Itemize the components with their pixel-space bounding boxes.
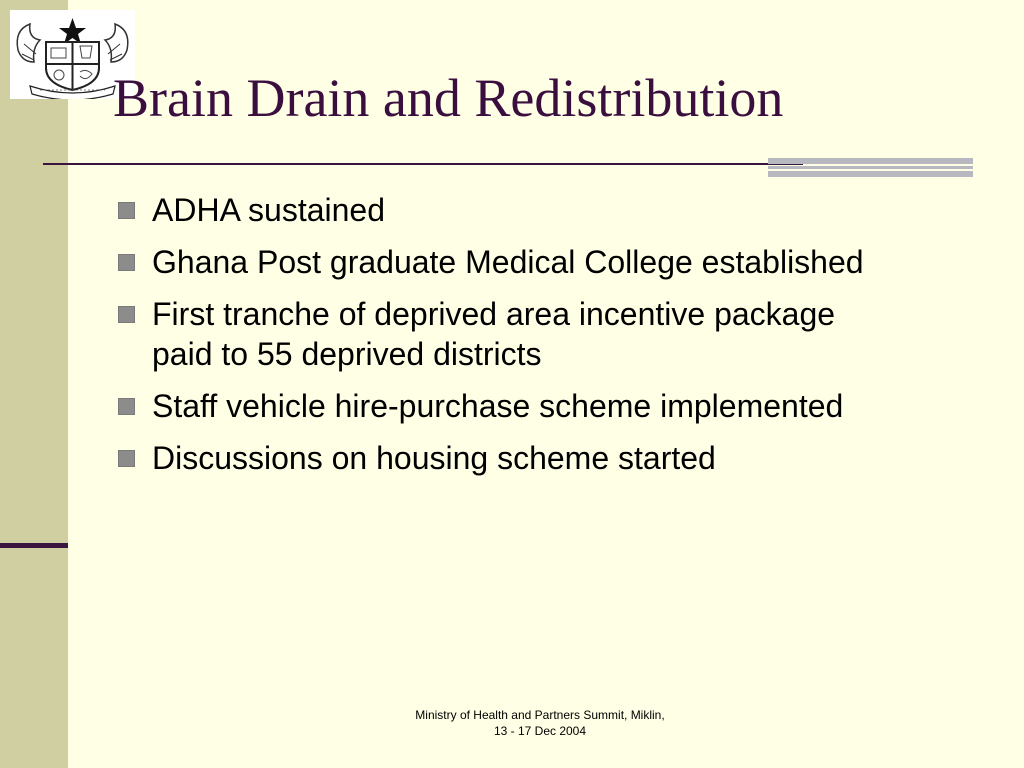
square-bullet-icon [118,202,135,219]
coat-of-arms-icon [10,10,135,99]
bullet-text: Ghana Post graduate Medical College esta… [152,244,864,280]
decorative-grey-bars [768,158,973,180]
slide-footer: Ministry of Health and Partners Summit, … [340,707,740,739]
title-underline [43,163,803,165]
square-bullet-icon [118,398,135,415]
footer-line-1: Ministry of Health and Partners Summit, … [415,708,665,722]
bullet-item: Discussions on housing scheme started [114,438,874,478]
side-accent-line [0,543,68,548]
slide-title: Brain Drain and Redistribution [113,68,784,128]
bullet-text: Staff vehicle hire-purchase scheme imple… [152,388,844,424]
bullet-text: Discussions on housing scheme started [152,440,716,476]
bullet-text: First tranche of deprived area incentive… [152,296,836,372]
square-bullet-icon [118,450,135,467]
side-bar [0,0,68,768]
bullet-item: First tranche of deprived area incentive… [114,294,874,374]
bullet-item: Staff vehicle hire-purchase scheme imple… [114,386,874,426]
bullet-item: Ghana Post graduate Medical College esta… [114,242,874,282]
bullet-item: ADHA sustained [114,190,874,230]
bullet-list: ADHA sustained Ghana Post graduate Medic… [114,190,874,490]
square-bullet-icon [118,306,135,323]
square-bullet-icon [118,254,135,271]
bullet-text: ADHA sustained [152,192,386,228]
footer-line-2: 13 - 17 Dec 2004 [493,724,587,738]
